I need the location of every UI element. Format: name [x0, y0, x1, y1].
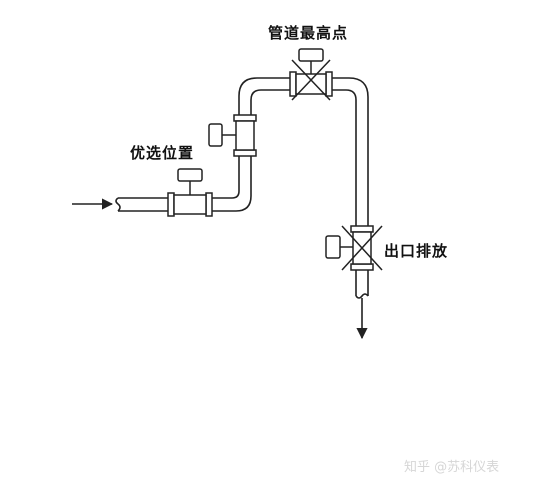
inlet-pipe-break [115, 197, 121, 212]
top-horizontal-pipe [329, 77, 369, 228]
flowmeter-outlet [325, 225, 374, 271]
watermark: 知乎 @苏科仪表 [404, 460, 500, 475]
flowmeter-preferred [167, 168, 213, 217]
highest-point-cross-mark [291, 59, 331, 101]
label-preferred-position: 优选位置 [130, 144, 195, 162]
riser-pipe [238, 77, 293, 118]
flowmeter-riser [208, 114, 257, 157]
horizontal-pipe-to-riser [210, 152, 252, 212]
outlet-pipe [355, 270, 369, 296]
flowmeter-highest-point [289, 48, 333, 97]
label-pipe-highest-point: 管道最高点 [268, 24, 349, 42]
outlet-pipe-break [355, 293, 369, 299]
label-outlet-discharge: 出口排放 [384, 242, 449, 260]
inlet-pipe [118, 197, 170, 212]
outlet-cross-mark [341, 225, 383, 271]
